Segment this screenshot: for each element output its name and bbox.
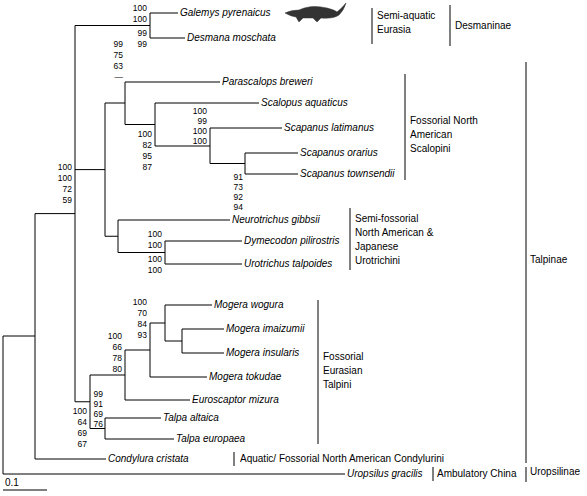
support-value: 93 — [138, 330, 147, 340]
group-label: Fossorial Eurasian Talpini — [323, 350, 378, 392]
support-value: 66 — [113, 342, 122, 352]
group-bracket — [405, 74, 406, 180]
clade-label: Ambulatory China — [437, 467, 516, 481]
clade-label: Aquatic/ Fossorial North American Condyl… — [240, 452, 444, 466]
taxon-name: Mogera imaizumii — [226, 323, 304, 335]
group-bracket — [318, 300, 319, 444]
support-value: 100 — [193, 126, 207, 136]
taxon-name: Mogera insularis — [226, 347, 299, 359]
taxon-name: Neurotrichus gibbsii — [232, 214, 320, 226]
taxon-name: Talpa altaica — [163, 412, 219, 424]
group-bracket — [372, 8, 373, 44]
support-value: 100 — [193, 136, 207, 146]
clade-label: Uropsilinae — [530, 465, 580, 479]
taxon-name: Scapanus townsendii — [300, 168, 395, 180]
group-bracket — [350, 208, 351, 270]
group-label: Semi-aquatic Eurasia — [377, 9, 441, 37]
taxon-name: Condylura cristata — [108, 453, 189, 465]
taxon-name: Scapanus orarius — [300, 147, 378, 159]
group-label: Semi-fossorial North American & Japanese… — [355, 212, 441, 268]
taxon-name: Parascalops breweri — [222, 76, 313, 88]
support-value: 95 — [143, 151, 152, 161]
scale-bar — [3, 490, 47, 491]
support-value: 75 — [114, 50, 123, 60]
scale-label: 0.1 — [5, 477, 19, 489]
support-value: 99 — [94, 389, 103, 399]
taxon-name: Galemys pyrenaicus — [180, 7, 271, 19]
support-value: 73 — [234, 182, 243, 192]
support-value: 100 — [138, 129, 152, 139]
support-value: 70 — [138, 308, 147, 318]
taxon-name: Talpa europaea — [176, 433, 245, 445]
support-value: 78 — [113, 353, 122, 363]
support-value: 99 — [114, 39, 123, 49]
support-value: 100 — [148, 254, 162, 264]
tree-branches — [3, 13, 345, 474]
taxon-name: Mogera wogura — [214, 299, 283, 311]
support-value: 100 — [148, 265, 162, 275]
subfamily-bracket — [526, 62, 527, 463]
support-value: 64 — [78, 417, 87, 427]
subfamily-bracket — [526, 467, 527, 482]
support-value: 100 — [148, 240, 162, 250]
support-value: — — [115, 72, 124, 82]
taxon-name: Mogera tokudae — [209, 371, 281, 383]
support-value: 63 — [114, 61, 123, 71]
support-value: 91 — [94, 399, 103, 409]
support-value: 99 — [138, 28, 147, 38]
support-value: 91 — [234, 172, 243, 182]
support-value: 59 — [63, 195, 72, 205]
taxon-name: Urotrichus talpoides — [244, 258, 332, 270]
taxon-name: Dymecodon pilirostris — [244, 235, 340, 247]
support-value: 92 — [234, 192, 243, 202]
taxon-name: Uropsilus gracilis — [347, 468, 423, 480]
support-value: 100 — [108, 331, 122, 341]
support-value: 76 — [94, 419, 103, 429]
support-value: 100 — [73, 406, 87, 416]
support-value: 84 — [138, 319, 147, 329]
support-value: 100 — [58, 173, 72, 183]
support-value: 72 — [63, 184, 72, 194]
group-label: Fossorial North American Scalopini — [410, 114, 482, 156]
support-value: 100 — [148, 229, 162, 239]
support-value: 94 — [234, 202, 243, 212]
taxon-name: Desmana moschata — [187, 32, 276, 44]
support-value: 87 — [143, 162, 152, 172]
desman-illustration — [285, 3, 346, 22]
support-value: 99 — [198, 116, 207, 126]
taxon-name: Euroscaptor mizura — [192, 394, 279, 406]
support-value: 100 — [133, 3, 147, 13]
clade-label: Desmaninae — [455, 19, 511, 33]
support-value: 100 — [133, 297, 147, 307]
support-value: 100 — [193, 106, 207, 116]
support-value: 69 — [78, 428, 87, 438]
support-value: 69 — [94, 409, 103, 419]
group-bracket — [433, 467, 434, 481]
support-value: 67 — [78, 439, 87, 449]
support-value: 80 — [113, 364, 122, 374]
support-value: 100 — [58, 162, 72, 172]
clade-label: Talpinae — [530, 253, 567, 267]
group-bracket — [234, 452, 235, 466]
support-value: 99 — [138, 39, 147, 49]
subfamily-bracket — [450, 5, 451, 46]
support-value: 82 — [143, 140, 152, 150]
taxon-name: Scapanus latimanus — [284, 122, 374, 134]
taxon-name: Scalopus aquaticus — [261, 97, 348, 109]
support-value: 100 — [133, 14, 147, 24]
